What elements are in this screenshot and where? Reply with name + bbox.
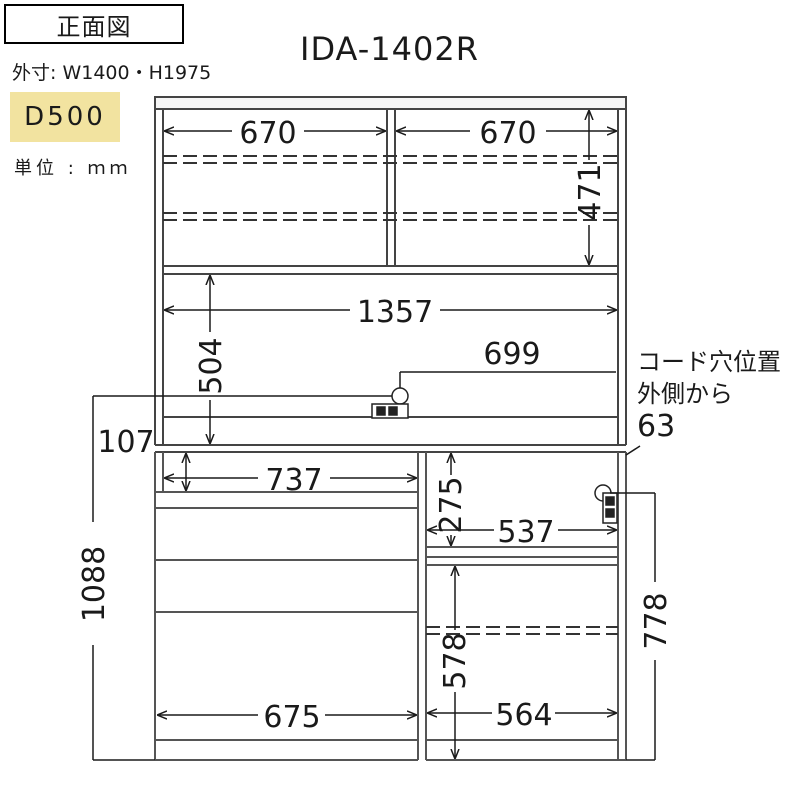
dim-471: 471 [573,163,608,220]
dim-1088: 1088 [77,546,112,622]
outlet-icon [594,484,618,524]
outer-dimensions: 外寸: W1400・H1975 [12,62,212,84]
extension-lines [92,371,656,761]
dim-670-right: 670 [479,116,536,151]
view-title: 正面図 [4,4,184,44]
depth-badge: D500 [10,92,120,142]
dim-699: 699 [483,337,540,372]
dim-63: 63 [637,409,675,444]
upper-shelf-dashes [163,155,618,221]
dim-670-left: 670 [239,116,296,151]
model-number: IDA-1402R [300,30,479,68]
dim-578: 578 [438,632,473,689]
upper-cabinet [154,96,627,453]
dim-537: 537 [497,515,554,550]
dim-1357: 1357 [357,295,433,330]
dim-564: 564 [495,698,552,733]
unit-label: 単位 : ｍｍ [14,158,132,179]
dim-504: 504 [194,337,229,394]
dim-737: 737 [265,463,322,498]
dim-275: 275 [434,476,469,533]
lower-shelf-dashes [426,626,618,635]
dim-778: 778 [639,592,674,649]
cord-hole-note: 外側から [637,380,733,408]
cord-hole-note: コード穴位置 [637,348,781,376]
lower-left-cabinet [154,452,419,761]
lower-right-cabinet [425,452,627,761]
dim-107: 107 [97,425,154,460]
outlet-icon [371,387,409,419]
dim-675: 675 [263,700,320,735]
